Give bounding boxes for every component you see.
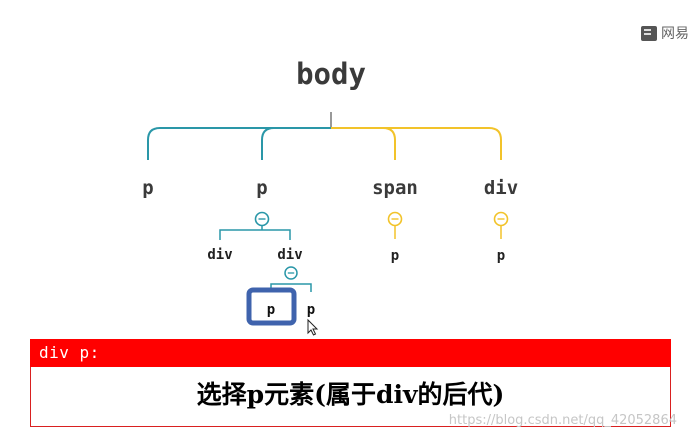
tree-node-div-a: div [207,247,232,263]
tree-node-span: span [372,177,418,199]
branch-to-p2 [261,127,331,160]
collapse-toggle-span[interactable] [387,211,403,227]
highlight-box [246,287,297,326]
collapse-toggle-div[interactable] [493,211,509,227]
branch-p2-children [219,229,291,240]
branch-to-p1 [147,127,331,160]
tree-node-div-b: div [277,247,302,263]
brand-logo: 网易 [641,22,689,44]
mouse-cursor-icon [307,318,319,336]
branch-to-span [331,127,396,160]
collapse-toggle-p2[interactable] [254,211,270,227]
tree-node-div: div [484,177,518,199]
selector-label: div p: [30,339,671,367]
book-icon [641,25,657,41]
collapse-toggle-div-b[interactable] [284,266,298,280]
tree-node-p-sibling: p [307,302,315,318]
tree-node-div-p: p [497,248,505,264]
brand-name: 网易 [661,26,689,42]
tree-node-p1: p [142,177,153,199]
tree-node-span-p: p [391,248,399,264]
tree-node-p-selected: p [267,302,275,318]
tree-node-body: body [296,57,366,91]
csdn-watermark: https://blog.csdn.net/qq_42052864 [448,413,677,428]
selector-description: 选择p元素(属于div的后代) [30,367,671,427]
tree-node-p2: p [256,177,267,199]
branch-to-div [331,127,502,160]
